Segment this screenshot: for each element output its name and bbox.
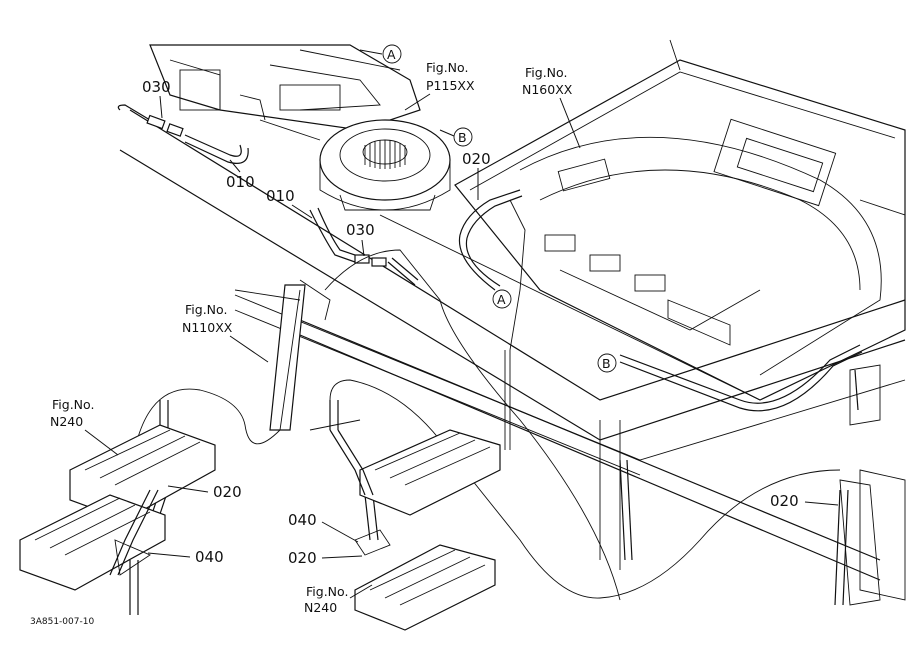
part-030-top: 030 [142, 78, 171, 96]
step-middle [309, 419, 501, 631]
fig-n240-mid-number: N240 [304, 600, 337, 615]
marker-b-mid: B [597, 353, 617, 373]
fan-coil [364, 140, 406, 169]
marker-a-top-text: A [387, 47, 396, 62]
part-020-left: 020 [213, 483, 242, 501]
frame [119, 109, 906, 606]
part-020-mid: 020 [288, 549, 317, 567]
part-020-right: 020 [770, 492, 799, 510]
step-left [19, 424, 216, 591]
part-030-mid: 030 [346, 221, 375, 239]
marker-a-mid-text: A [497, 292, 506, 307]
drawing-code: 3A851-007-10 [30, 617, 94, 627]
fig-n240-mid-label: Fig.No. [306, 584, 348, 599]
fig-n110-label: Fig.No. [185, 302, 227, 317]
fig-n110-number: N110XX [182, 320, 233, 335]
marker-b-mid-text: B [602, 356, 611, 371]
marker-a-top: A [382, 44, 402, 64]
cab-roof [454, 39, 906, 401]
fig-n240-left-label: Fig.No. [52, 397, 94, 412]
fig-n160-label: Fig.No. [525, 65, 567, 80]
part-040-mid: 040 [288, 511, 317, 529]
fig-p115-label: Fig.No. [426, 60, 468, 75]
part-010-mid: 010 [266, 187, 295, 205]
marker-b-top: B [453, 127, 473, 147]
fig-n240-left-number: N240 [50, 414, 83, 429]
part-010-top: 010 [226, 173, 255, 191]
part-040-left: 040 [195, 548, 224, 566]
blower-unit [149, 44, 451, 211]
fig-p115-number: P115XX [426, 78, 475, 93]
fig-n160-number: N160XX [522, 82, 573, 97]
part-020-top: 020 [462, 150, 491, 168]
marker-a-mid: A [492, 289, 512, 309]
marker-b-top-text: B [458, 130, 467, 145]
